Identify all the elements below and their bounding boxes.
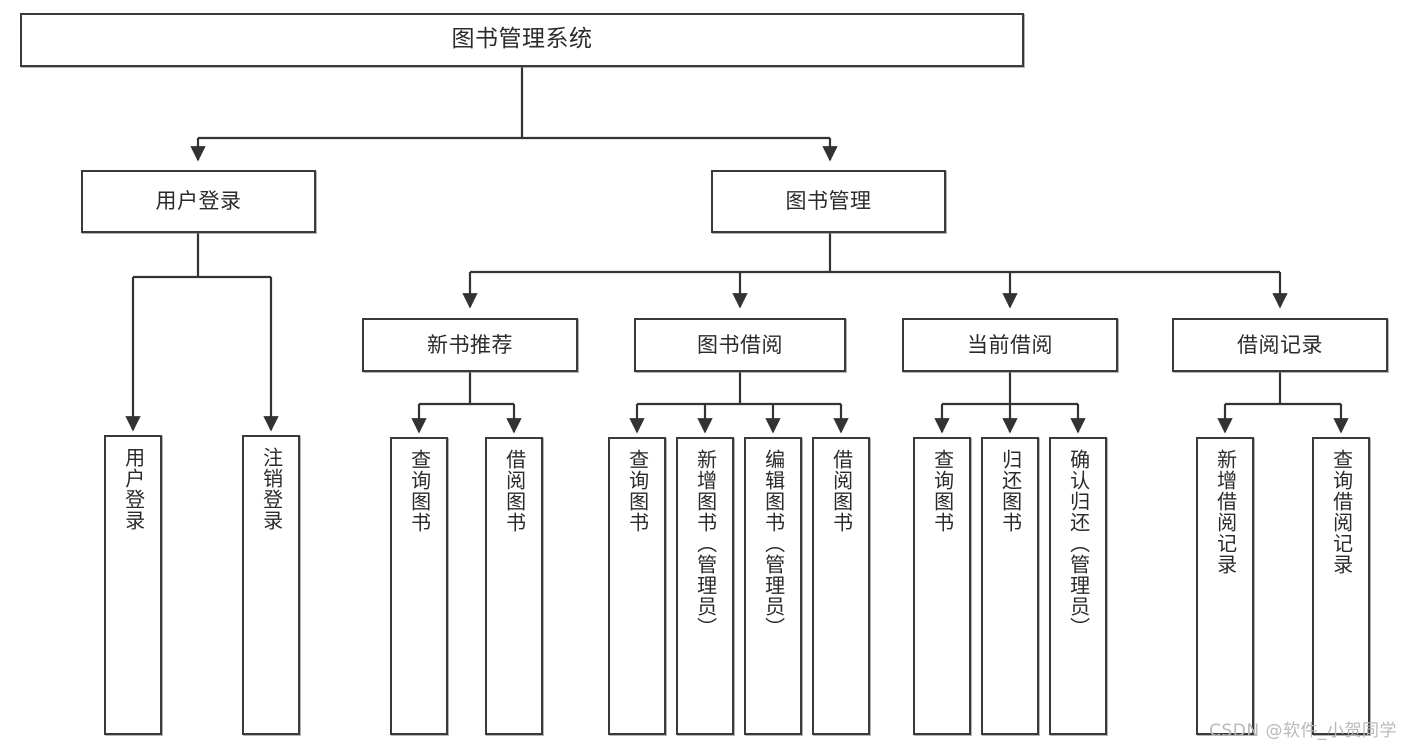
leaf-borrow-add-book-admin[interactable]: 新增图书（管理员） <box>676 437 734 735</box>
node-label: 编辑图书（管理员） <box>761 449 786 638</box>
node-label: 查询图书 <box>625 449 650 533</box>
leaf-user-login[interactable]: 用户登录 <box>104 435 162 735</box>
node-label: 借阅图书 <box>502 449 527 533</box>
node-label: 新增图书（管理员） <box>693 449 718 638</box>
node-label: 新书推荐 <box>427 332 513 357</box>
node-borrow-record[interactable]: 借阅记录 <box>1172 318 1388 372</box>
node-book-management[interactable]: 图书管理 <box>711 170 946 233</box>
leaf-current-query-book[interactable]: 查询图书 <box>913 437 971 735</box>
node-book-borrow[interactable]: 图书借阅 <box>634 318 846 372</box>
node-user-login[interactable]: 用户登录 <box>81 170 316 233</box>
node-label: 查询借阅记录 <box>1329 449 1354 575</box>
node-label: 借阅图书 <box>829 449 854 533</box>
leaf-record-query-borrow-record[interactable]: 查询借阅记录 <box>1312 437 1370 735</box>
node-label: 确认归还（管理员） <box>1066 449 1091 638</box>
leaf-current-return-book[interactable]: 归还图书 <box>981 437 1039 735</box>
leaf-current-confirm-return-admin[interactable]: 确认归还（管理员） <box>1049 437 1107 735</box>
leaf-borrow-edit-book-admin[interactable]: 编辑图书（管理员） <box>744 437 802 735</box>
node-new-book-recommend[interactable]: 新书推荐 <box>362 318 578 372</box>
leaf-record-add-borrow-record[interactable]: 新增借阅记录 <box>1196 437 1254 735</box>
node-label: 查询图书 <box>930 449 955 533</box>
node-label: 用户登录 <box>155 189 242 214</box>
node-label: 当前借阅 <box>967 332 1053 357</box>
node-label: 图书管理 <box>785 189 872 214</box>
csdn-watermark: CSDN @软件_小贺同学 <box>1209 721 1397 741</box>
node-label: 图书借阅 <box>697 332 783 357</box>
leaf-new-book-query[interactable]: 查询图书 <box>390 437 448 735</box>
node-root-book-management-system[interactable]: 图书管理系统 <box>20 13 1024 67</box>
node-label: 注销登录 <box>259 447 284 531</box>
leaf-new-book-borrow[interactable]: 借阅图书 <box>485 437 543 735</box>
node-label: 归还图书 <box>998 449 1023 533</box>
leaf-borrow-borrow-book[interactable]: 借阅图书 <box>812 437 870 735</box>
node-label: 新增借阅记录 <box>1213 449 1238 575</box>
node-label: 借阅记录 <box>1237 332 1323 357</box>
node-label: 查询图书 <box>407 449 432 533</box>
node-current-borrow[interactable]: 当前借阅 <box>902 318 1118 372</box>
node-label: 用户登录 <box>121 447 146 531</box>
node-label: 图书管理系统 <box>451 26 593 53</box>
leaf-user-logout[interactable]: 注销登录 <box>242 435 300 735</box>
leaf-borrow-query-book[interactable]: 查询图书 <box>608 437 666 735</box>
